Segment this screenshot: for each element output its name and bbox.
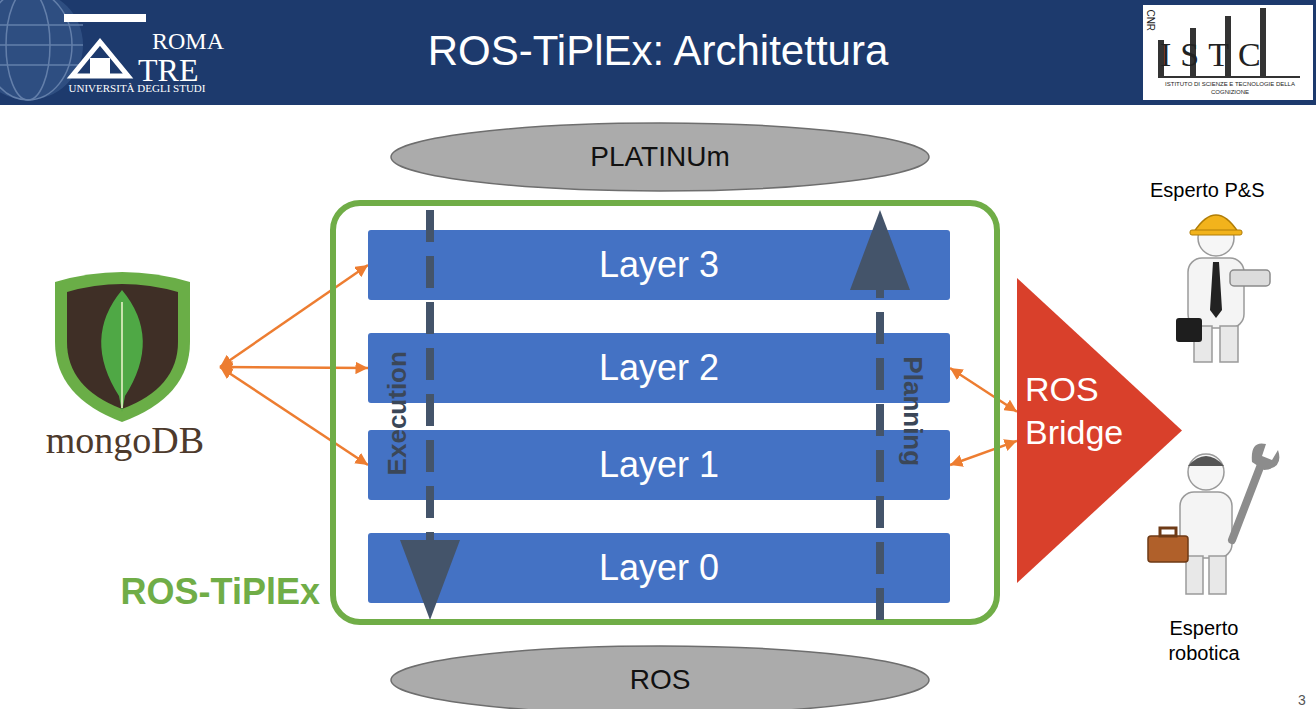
globe-meridian (0, 0, 72, 100)
layer-box: Layer 2 (368, 333, 950, 403)
figure-leg (1220, 326, 1238, 362)
figure-leg (1209, 556, 1226, 594)
cnr-istc-logo (1143, 5, 1313, 100)
shield-outer (55, 272, 190, 422)
layer-label: Layer 3 (599, 245, 719, 285)
leaf-rib (121, 302, 123, 408)
wrench-handle (1232, 462, 1262, 540)
emblem-pediment (72, 42, 128, 76)
bridge-triangle: ROS Bridge (1017, 278, 1182, 583)
bridge-label: ROS Bridge (1025, 368, 1150, 453)
briefcase (1176, 318, 1202, 342)
emblem-pillar (90, 58, 110, 76)
frame-heading: ROS-TiPlEx (80, 572, 320, 612)
figure-head (1188, 454, 1224, 490)
emblem-bar (64, 14, 146, 22)
ellipse-label: PLATINUm (590, 142, 730, 173)
ellipse-fill (391, 646, 929, 709)
header-bar (0, 0, 1316, 105)
triangle-fill (1017, 278, 1182, 583)
logo-rule (1158, 76, 1300, 78)
logo-acronym: CNR (1144, 0, 1157, 42)
toolbox-handle (1160, 528, 1176, 536)
data-link-arrow (220, 367, 368, 465)
ellipse-label: ROS (630, 665, 691, 696)
robotics-expert-figure (1148, 443, 1279, 594)
cap (1188, 456, 1224, 466)
toolbox (1148, 536, 1188, 562)
leaf (101, 290, 143, 412)
database-name: mongoDB (46, 420, 204, 462)
layer-box: Layer 3 (368, 230, 950, 300)
role-label: Esperto P&S (1150, 178, 1310, 203)
layer-label: Layer 0 (599, 548, 719, 588)
logo-subtitle: ISTITUTO DI SCIENZE E TECNOLOGIE DELLA C… (1152, 81, 1308, 96)
figure-body (1188, 258, 1244, 328)
data-link-arrow (220, 265, 368, 367)
page-number: 3 (1298, 692, 1314, 709)
logo-wordmark: ROMA (152, 26, 242, 56)
layer-label: Layer 2 (599, 348, 719, 388)
globe-parallel (0, 44, 83, 46)
role-label: Esperto robotica (1148, 616, 1260, 666)
data-link-arrow (950, 368, 1017, 412)
layer-box: Layer 0 (368, 533, 950, 603)
ellipse-node: ROS (390, 645, 930, 709)
layer-box: Layer 1 (368, 430, 950, 500)
globe-meridian (6, 0, 50, 100)
data-link-arrow (950, 441, 1017, 465)
ellipse-node: PLATINUm (390, 122, 930, 192)
figure-tie (1210, 262, 1222, 318)
roma-tre-emblem (64, 14, 146, 76)
layer-label: Layer 1 (599, 445, 719, 485)
rolled-plans (1230, 270, 1270, 286)
data-link-arrow (220, 367, 368, 368)
globe-parallel (0, 24, 83, 26)
ellipse-fill (391, 123, 929, 191)
planning-expert-figure (1176, 215, 1270, 362)
flow-label: Execution (381, 333, 414, 493)
figure-leg (1186, 556, 1203, 594)
wrench-head (1252, 443, 1280, 470)
hard-hat-brim (1190, 230, 1242, 235)
flow-label: Planning (897, 331, 930, 491)
hard-hat (1194, 215, 1238, 232)
logo-acronym: ISTC (1160, 34, 1300, 77)
logo-panel (1143, 5, 1313, 100)
database-logo: mongoDB (30, 262, 220, 472)
logo-subtitle: UNIVERSITÀ DEGLI STUDI (52, 82, 222, 96)
shield-inner (67, 284, 178, 409)
globe-parallel (0, 64, 83, 66)
